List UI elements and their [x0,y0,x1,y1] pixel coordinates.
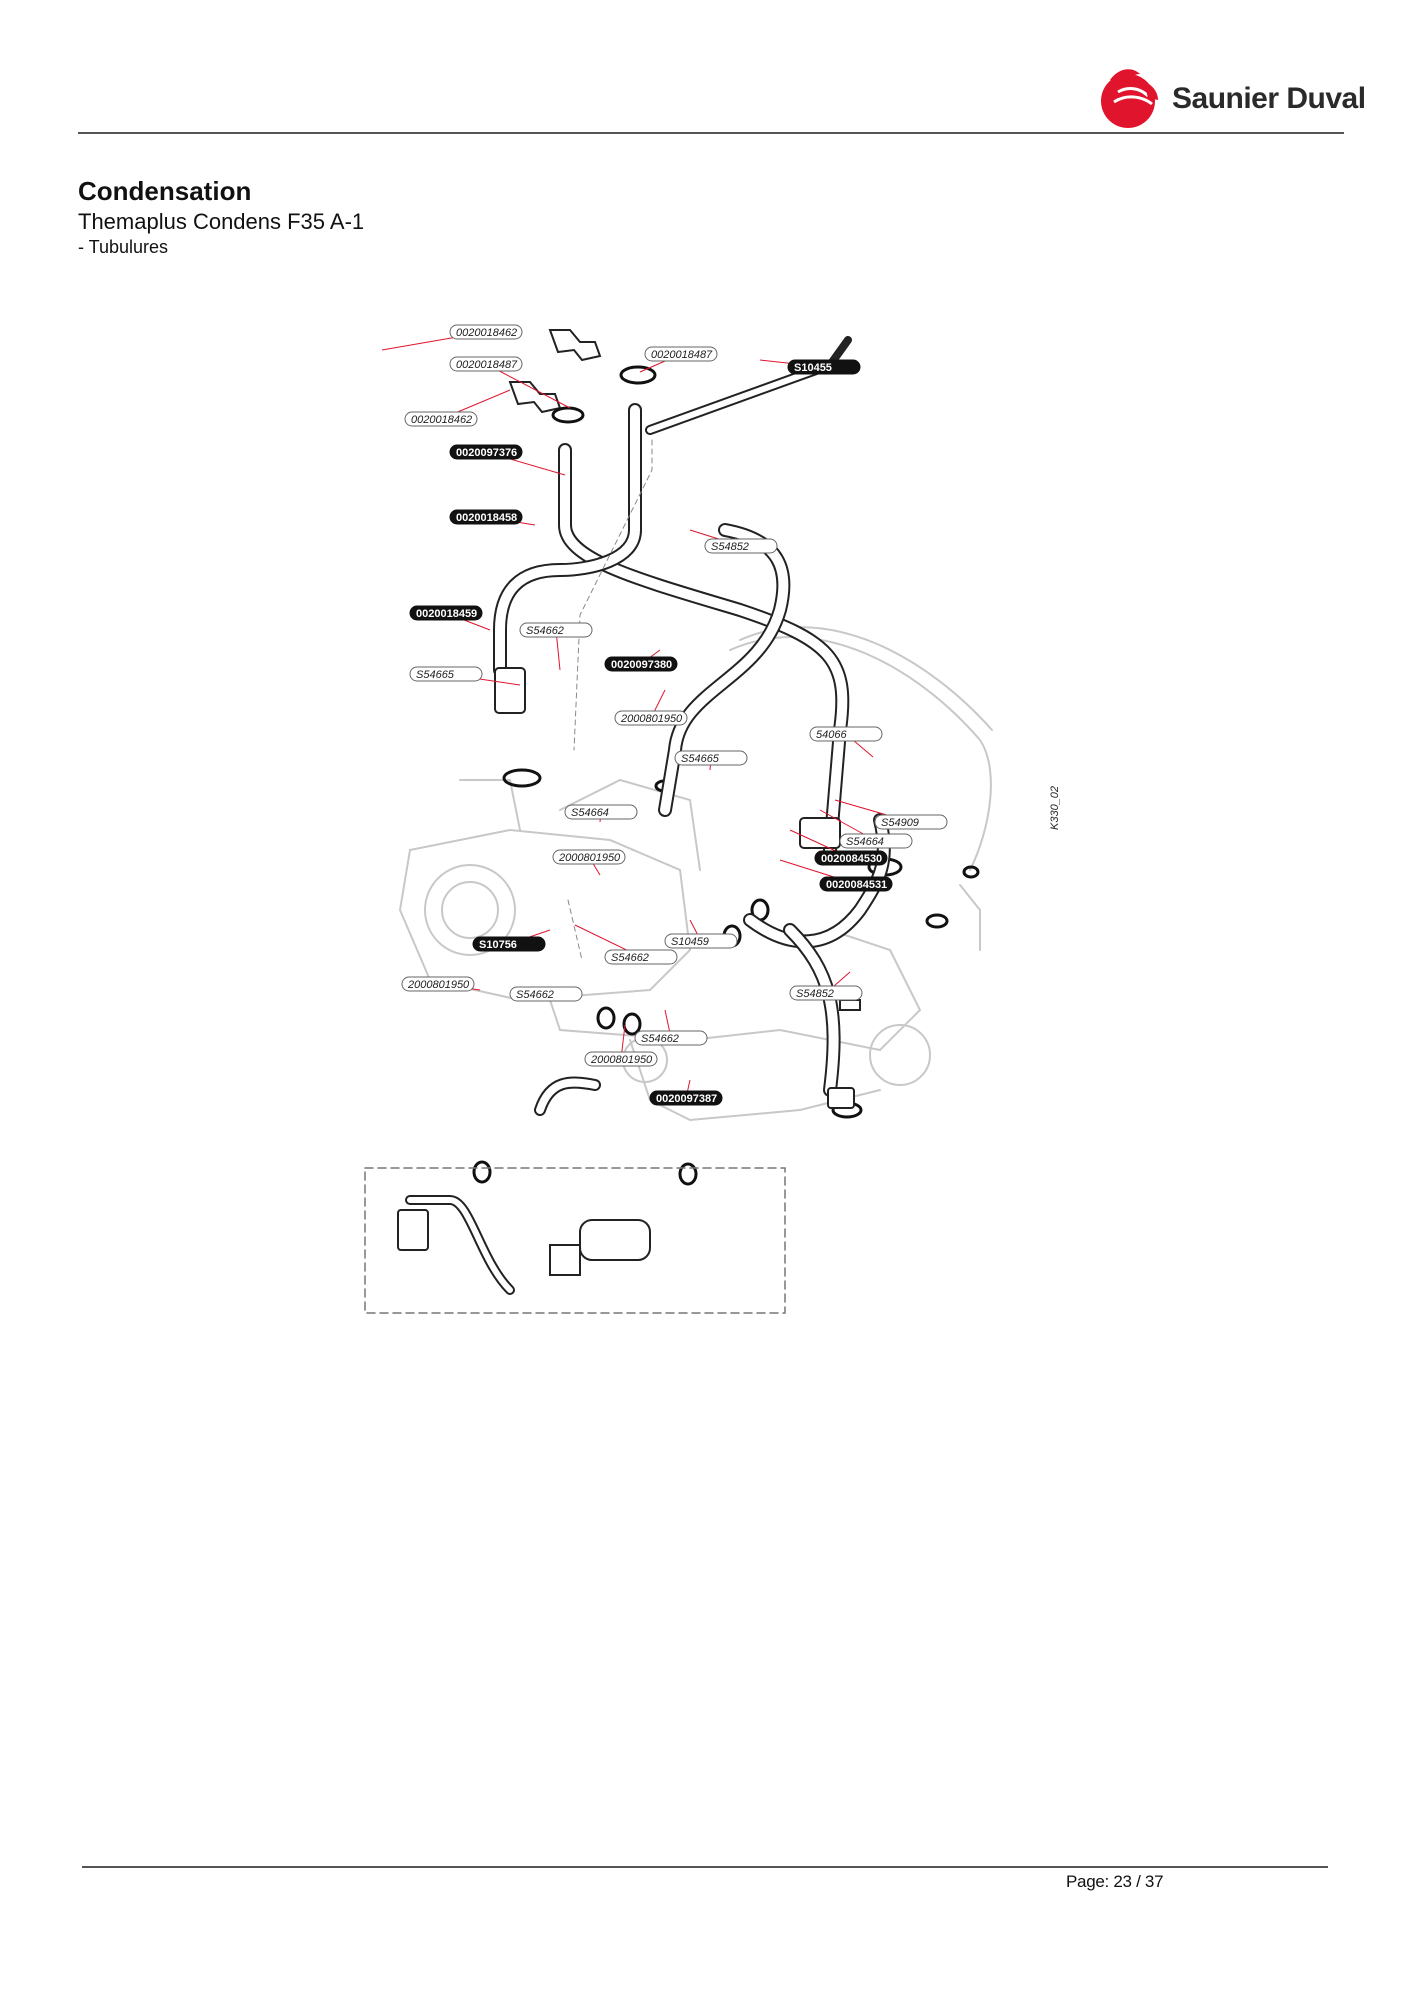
part-number-label: S54662 [516,989,554,1001]
part-number-label: 0020018458 [456,512,517,524]
part-callout-S54664: S54664 [564,804,638,823]
part-number-label: S54664 [571,807,609,819]
page-number: Page: 23 / 37 [1066,1872,1164,1891]
diagram-reference: K330_02 [1049,786,1061,830]
saunier-duval-logo [1101,69,1158,128]
part-number-label: 2000801950 [620,713,683,725]
part-number-label: 0020018487 [456,359,518,371]
inset-detail-frame [364,1167,786,1314]
part-number-label: S10459 [671,936,709,948]
part-number-label: 0020018462 [411,414,472,426]
part-number-label: 0020097380 [611,659,672,671]
part-number-label: 0020084530 [821,853,882,865]
part-callout-0020018458: 0020018458 [449,509,536,526]
part-callout-2000801950: 2000801950 [614,689,688,726]
part-callout-0020018487: 0020018487 [639,346,718,373]
part-callout-0020018487: 0020018487 [449,356,571,409]
part-callout-2000801950: 2000801950 [584,1024,658,1067]
part-number-label: S54665 [681,753,720,765]
part-callout-0020097387: 0020097387 [649,1079,723,1106]
part-callout-S54909: S54909 [834,799,948,830]
part-number-label: S54662 [611,952,649,964]
part-number-label: S54852 [796,988,834,1000]
part-number-label: S10756 [479,939,517,951]
part-callout-0020018462: 0020018462 [404,389,511,427]
part-number-label: 0020097376 [456,447,517,459]
o-ring-seals [472,365,980,1186]
part-number-label: S54852 [711,541,749,553]
part-callout-S54662: S54662 [519,622,593,671]
part-callout-2000801950: 2000801950 [401,976,481,992]
part-callout-S54665: S54665 [409,666,521,686]
model-subtitle: Themaplus Condens F35 A-1 [78,209,365,234]
part-number-label: S54662 [641,1033,679,1045]
part-callout-S54852: S54852 [789,971,863,1001]
part-callout-0020084531: 0020084531 [779,859,893,892]
part-callout-S54665: S54665 [674,750,748,771]
part-callout-2000801950: 2000801950 [552,849,626,876]
exploded-parts-diagram: K330_02 00200184620020018487002001848700… [364,324,1061,1314]
part-callout-S10455: S10455 [759,359,861,375]
part-callout-S54852: S54852 [689,529,778,554]
part-callout-0020097376: 0020097376 [449,444,566,476]
part-number-label: 2000801950 [407,979,470,991]
part-number-label: 2000801950 [590,1054,653,1066]
condensate-tube [658,523,791,817]
flame-logo-mark [1101,69,1158,128]
part-number-label: S54665 [416,669,455,681]
part-callout-S10459: S10459 [664,919,738,949]
part-number-label: S54662 [526,625,564,637]
siphon-tube [558,443,850,857]
part-callout-0020097380: 0020097380 [604,649,678,672]
part-number-label: 0020097387 [656,1093,717,1105]
part-number-label: 0020084531 [826,879,887,891]
part-number-label: 54066 [816,729,847,741]
part-number-label: 0020018487 [651,349,713,361]
part-callout-0020084530: 0020084530 [789,829,888,866]
part-callouts: 0020018462 0020018487 0020018487 0020018462… [381,324,948,1106]
part-callout-0020018462: 0020018462 [381,324,523,351]
part-callout-S54662: S54662 [634,1009,708,1046]
part-callout-S10756: S10756 [472,929,551,952]
part-callout-S54662: S54662 [509,986,583,1002]
part-number-label: 2000801950 [558,852,621,864]
part-callout-54066: 54066 [809,726,883,758]
part-callout-0020018459: 0020018459 [409,605,491,631]
part-callout-S54664: S54664 [819,809,913,849]
part-number-label: S54664 [846,836,884,848]
brand-name: Saunier Duval [1172,82,1366,115]
part-callout-S54662: S54662 [574,924,678,965]
section-label: - Tubulures [78,237,169,257]
part-number-label: 0020018459 [416,608,477,620]
part-number-label: 0020018462 [456,327,517,339]
footer-rule [82,1866,1328,1868]
part-number-label: S10455 [794,362,832,374]
header-rule [78,132,1344,134]
page-title: Condensation [78,176,252,206]
part-number-label: S54909 [881,817,919,829]
